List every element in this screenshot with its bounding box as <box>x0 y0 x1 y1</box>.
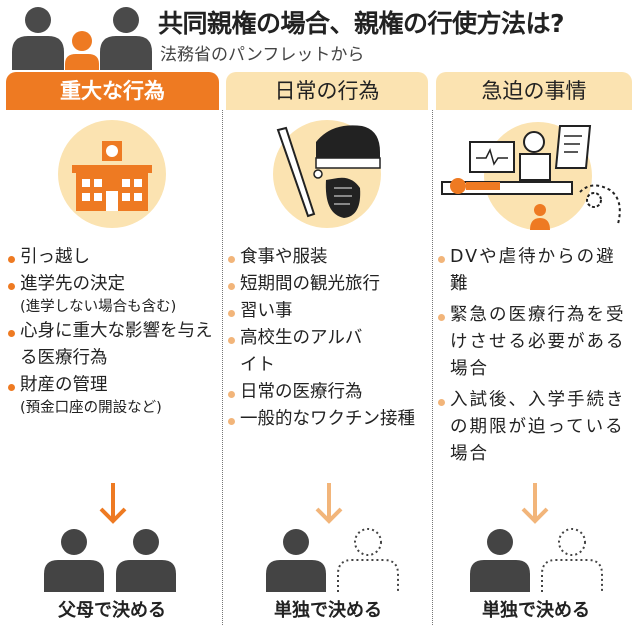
major-acts-list: 引っ越し 進学先の決定 (進学しない場合も含む) 心身に重大な影響を与える医療行… <box>6 244 220 419</box>
list-item: 日常の医療行為 <box>226 379 430 406</box>
page-title: 共同親権の場合、親権の行使方法は? <box>158 9 565 38</box>
result-label-major: 父母で決める <box>58 600 166 621</box>
arrow-down-icon <box>521 483 549 524</box>
column-divider <box>432 110 433 625</box>
arrow-down-icon <box>315 483 343 524</box>
arrow-down-icon <box>99 483 127 524</box>
column-heading-daily: 日常の行為 <box>226 72 428 110</box>
baseball-piano-icon <box>276 125 381 218</box>
list-item: 高校生のアルバイト <box>226 325 366 379</box>
list-item: 進学先の決定 <box>6 271 220 298</box>
list-item-note: (進学しない場合も含む) <box>20 299 177 315</box>
column-divider <box>222 110 223 625</box>
list-item: 一般的なワクチン接種 <box>226 406 430 433</box>
list-item: 引っ越し <box>6 244 220 271</box>
column-heading-major: 重大な行為 <box>6 72 219 110</box>
page-subtitle: 法務省のパンフレットから <box>160 45 365 65</box>
hospital-emergency-icon <box>441 122 621 230</box>
single-parent-icon <box>470 528 603 592</box>
urgent-cases-list: DVや虐待からの避難 緊急の医療行為を受けさせる必要がある場合 入試後、入学手続… <box>436 244 632 468</box>
list-item-note: (預金口座の開設など) <box>20 400 162 416</box>
result-label-urgent: 単独で決める <box>482 600 590 621</box>
list-item: 短期間の観光旅行 <box>226 271 430 298</box>
family-icon <box>12 7 152 70</box>
result-label-daily: 単独で決める <box>274 600 382 621</box>
list-item: 習い事 <box>226 298 430 325</box>
list-item: DVや虐待からの避難 <box>436 244 632 298</box>
list-item: 心身に重大な影響を与える医療行為 <box>6 318 220 372</box>
list-item: 食事や服装 <box>226 244 430 271</box>
list-item: 財産の管理 <box>6 372 220 399</box>
daily-acts-list: 食事や服装 短期間の観光旅行 習い事 高校生のアルバイト 日常の医療行為 一般的… <box>226 244 430 433</box>
list-item: 入試後、入学手続きの期限が迫っている場合 <box>436 387 632 468</box>
two-parents-icon <box>44 529 176 592</box>
school-building-icon <box>72 141 152 211</box>
list-item: 緊急の医療行為を受けさせる必要がある場合 <box>436 302 632 383</box>
single-parent-icon <box>266 528 399 592</box>
column-heading-urgent: 急迫の事情 <box>436 72 632 110</box>
